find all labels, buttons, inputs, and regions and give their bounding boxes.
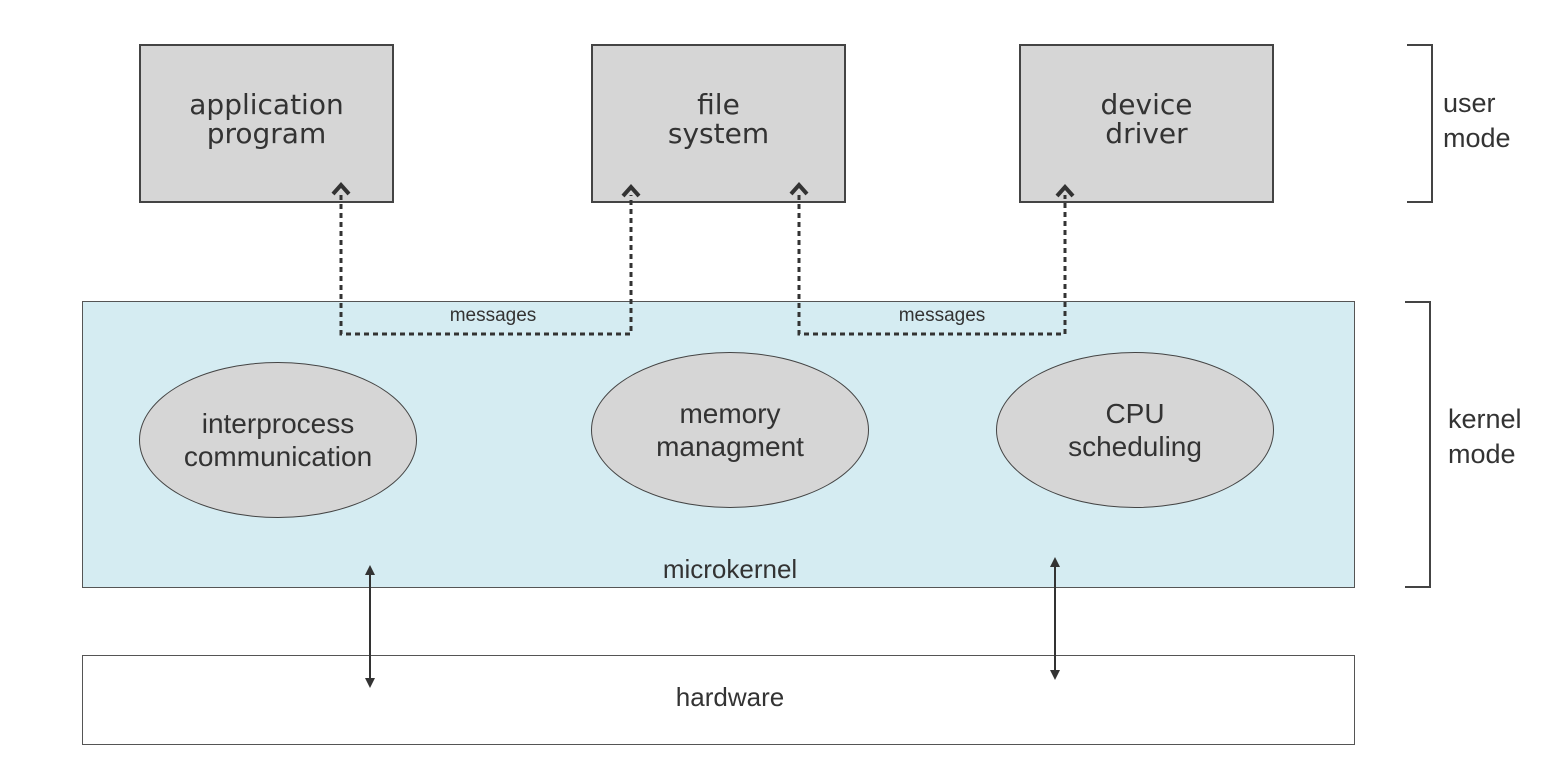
ellipse-label-line1: CPU xyxy=(1105,398,1165,429)
user-mode-label: user mode xyxy=(1443,86,1511,156)
user-mode-line1: user xyxy=(1443,88,1496,118)
messages-label-right: messages xyxy=(898,305,986,326)
hardware-box xyxy=(82,655,1355,745)
chevron-up-icon xyxy=(1055,183,1075,198)
message-path-left xyxy=(339,195,633,336)
ellipse-label-line1: memory xyxy=(679,398,781,429)
user-mode-bracket xyxy=(1407,44,1433,203)
microkernel-label: microkernel xyxy=(662,554,798,584)
chevron-up-icon xyxy=(789,181,809,196)
box-label-line2: driver xyxy=(1105,116,1188,150)
hardware-label: hardware xyxy=(675,682,785,712)
ellipse-label-line2: managment xyxy=(656,431,804,462)
kernel-mode-line2: mode xyxy=(1448,439,1516,469)
chevron-up-icon xyxy=(621,183,641,198)
kernel-mode-label: kernel mode xyxy=(1448,402,1522,472)
chevron-up-icon xyxy=(331,181,351,196)
box-label-line2: system xyxy=(667,116,770,150)
ellipse-label-line2: communication xyxy=(183,441,373,472)
box-label-line1: file xyxy=(697,87,740,121)
messages-label-left: messages xyxy=(449,305,537,326)
box-label-line1: device xyxy=(1100,87,1193,121)
kernel-mode-bracket xyxy=(1405,301,1431,588)
user-mode-line2: mode xyxy=(1443,123,1511,153)
box-label-line1: application xyxy=(189,87,344,121)
kernel-mode-line1: kernel xyxy=(1448,404,1522,434)
ellipse-label-line1: interprocess xyxy=(201,408,355,439)
message-path-right xyxy=(797,195,1067,336)
ellipse-label-line2: scheduling xyxy=(1068,431,1202,462)
box-label-line2: program xyxy=(206,116,327,150)
